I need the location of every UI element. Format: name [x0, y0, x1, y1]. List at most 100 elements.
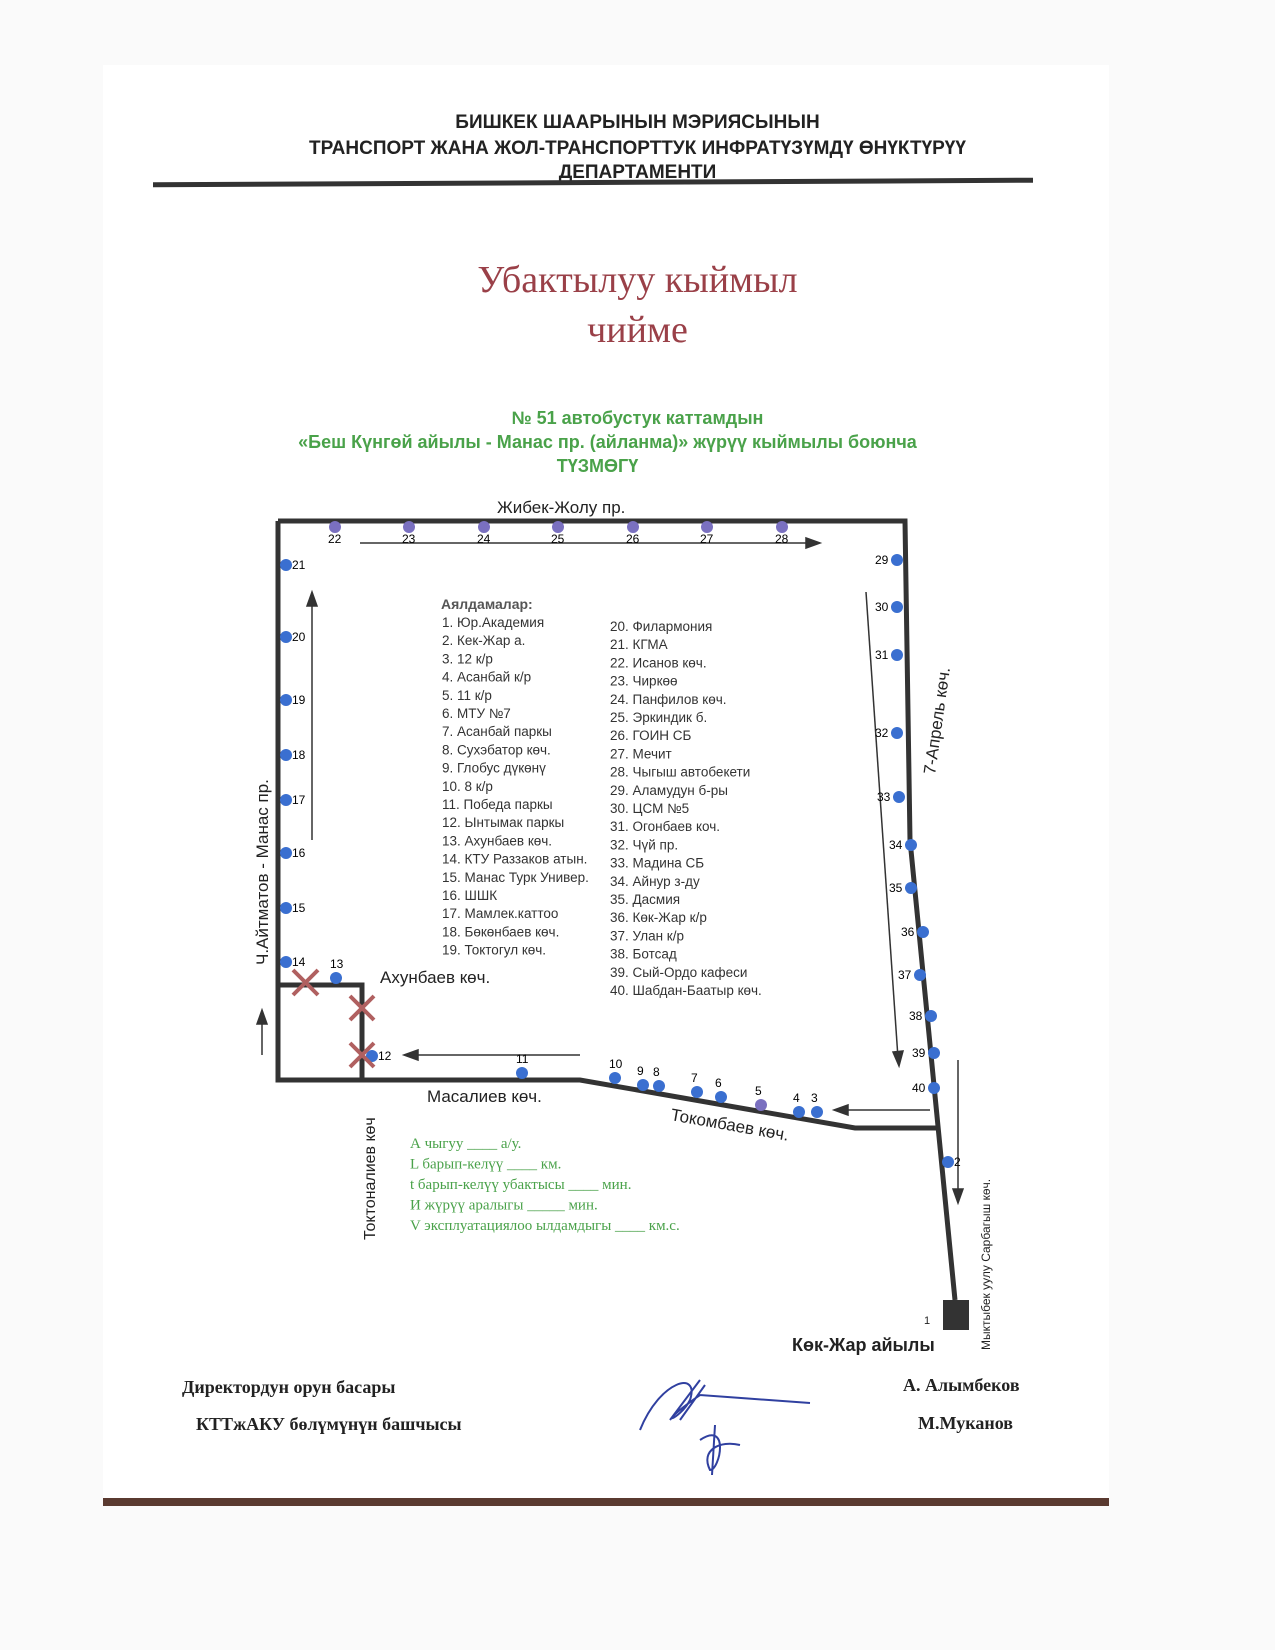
stop-marker [366, 1050, 378, 1062]
stop-number: 4 [793, 1091, 800, 1105]
stop-number: 39 [912, 1046, 926, 1060]
stop-number: 31 [875, 648, 889, 662]
stop-number: 14 [292, 955, 306, 969]
arrow-head [805, 536, 823, 550]
stop-marker [609, 1072, 621, 1084]
stop-list-item: 6. МТУ №7 [442, 706, 511, 721]
stop-list-item: 18. Бөкөнбаев көч. [442, 924, 559, 939]
stop-list-item: 29. Аламудун б-ры [610, 783, 728, 798]
stop-list-item: 19. Токтогул көч. [442, 943, 546, 958]
paper-sheet [103, 65, 1109, 1506]
stops-heading: Аялдамалар: [441, 596, 533, 612]
stop-number: 9 [637, 1064, 644, 1078]
stop-marker [891, 601, 903, 613]
stop-27: 27 [700, 521, 714, 546]
stop-marker [280, 749, 292, 761]
stop-24: 24 [477, 521, 491, 546]
street-akhunbaev: Ахунбаев көч. [380, 968, 490, 987]
stop-number: 20 [292, 630, 306, 644]
stop-15: 15 [280, 901, 306, 915]
stop-number: 25 [551, 532, 565, 546]
stop-22: 22 [328, 521, 342, 546]
arrow-head [401, 1048, 419, 1062]
street-top: Жибек-Жолу пр. [497, 498, 625, 517]
stop-marker [942, 1156, 954, 1168]
stop-32: 32 [875, 726, 903, 740]
route-param: L барып-келүү ____ км. [410, 1157, 561, 1173]
stop-list-item: 2. Кек-Жар а. [442, 633, 525, 648]
route-main-road [278, 518, 958, 1301]
stop-marker [329, 521, 341, 533]
stop-number: 22 [328, 532, 342, 546]
subtitle-line-3: ТҮЗМӨГҮ [556, 456, 639, 476]
stop-34: 34 [889, 838, 917, 852]
stop-list-item: 9. Глобус дүкөнү [442, 761, 546, 776]
stop-number: 37 [898, 968, 912, 982]
arrow-head [891, 1050, 905, 1069]
stop-marker [478, 521, 490, 533]
stop-marker [653, 1080, 665, 1092]
stop-number: 18 [292, 748, 306, 762]
route-param: И жүрүү аралыгы _____ мин. [410, 1198, 598, 1214]
stop-marker [905, 882, 917, 894]
stop-list-item: 5. 11 к/р [442, 688, 492, 703]
subtitle-line-1: № 51 автобустук каттамдын [511, 408, 764, 428]
stop-number: 11 [516, 1052, 529, 1066]
stop-3: 3 [811, 1091, 823, 1118]
stop-20: 20 [280, 630, 306, 644]
stop-number: 17 [292, 793, 306, 807]
arrow-head [305, 589, 319, 607]
stop-36: 36 [901, 925, 929, 939]
stop-marker [917, 926, 929, 938]
stop-number: 28 [775, 532, 789, 546]
arrow-head [255, 1007, 269, 1025]
stop-list-item: 36. Көк-Жар к/р [610, 910, 707, 925]
stop-list-item: 3. 12 к/р [442, 651, 493, 666]
stop-8: 8 [653, 1065, 665, 1092]
route-param: А чыгуу ____ а/у. [410, 1136, 521, 1152]
stop-list-item: 14. КТУ Раззаков атын. [442, 852, 587, 867]
stop-33: 33 [877, 790, 905, 804]
stop-11: 11 [516, 1052, 529, 1079]
stop-list-item: 1. Юр.Академия [442, 615, 544, 630]
signer-name-1: А. Алымбеков [903, 1375, 1020, 1395]
stop-number: 7 [691, 1071, 698, 1085]
stop-marker [928, 1047, 940, 1059]
stop-number: 33 [877, 790, 891, 804]
stop-marker [403, 521, 415, 533]
stop-marker [891, 554, 903, 566]
stop-list-item: 13. Ахунбаев көч. [442, 833, 552, 848]
stop-28: 28 [775, 521, 789, 546]
stop-list-item: 26. ГОИН СБ [610, 728, 692, 743]
title-line-2: чийме [587, 309, 688, 351]
direction-arrows [255, 536, 965, 1206]
header-line-3: ДЕПАРТАМЕНТИ [558, 162, 717, 183]
stop-30: 30 [875, 600, 903, 614]
stop-number: 26 [626, 532, 640, 546]
stop-number: 5 [755, 1084, 762, 1098]
street-left: Ч.Айтматов - Манас пр. [253, 779, 272, 965]
closed-x-icon [348, 1041, 376, 1069]
street-far-right: Мыктыбек уулу Сарбагыш көч. [979, 1179, 993, 1350]
stop-number: 36 [901, 925, 915, 939]
stop-number: 35 [889, 881, 903, 895]
stop-number: 10 [609, 1057, 623, 1071]
stop-list-item: 31. Огонбаев коч. [610, 819, 720, 834]
stop-list-item: 34. Айнур з-ду [610, 874, 700, 889]
stop-37: 37 [898, 968, 926, 982]
stop-number: 27 [700, 532, 714, 546]
stop-marker [891, 649, 903, 661]
stop-list-item: 12. Ынтымак паркы [442, 815, 564, 830]
stop-list-item: 11. Победа паркы [442, 797, 553, 812]
stop-number: 19 [292, 693, 306, 707]
stop-number: 12 [378, 1049, 392, 1063]
stop-marker [691, 1086, 703, 1098]
stop-40: 40 [912, 1081, 940, 1095]
stop-marker [715, 1091, 727, 1103]
stop-35: 35 [889, 881, 917, 895]
header-line-2: ТРАНСПОРТ ЖАНА ЖОЛ-ТРАНСПОРТТУК ИНФРАТҮЗ… [309, 138, 966, 159]
stop-number: 6 [715, 1076, 722, 1090]
